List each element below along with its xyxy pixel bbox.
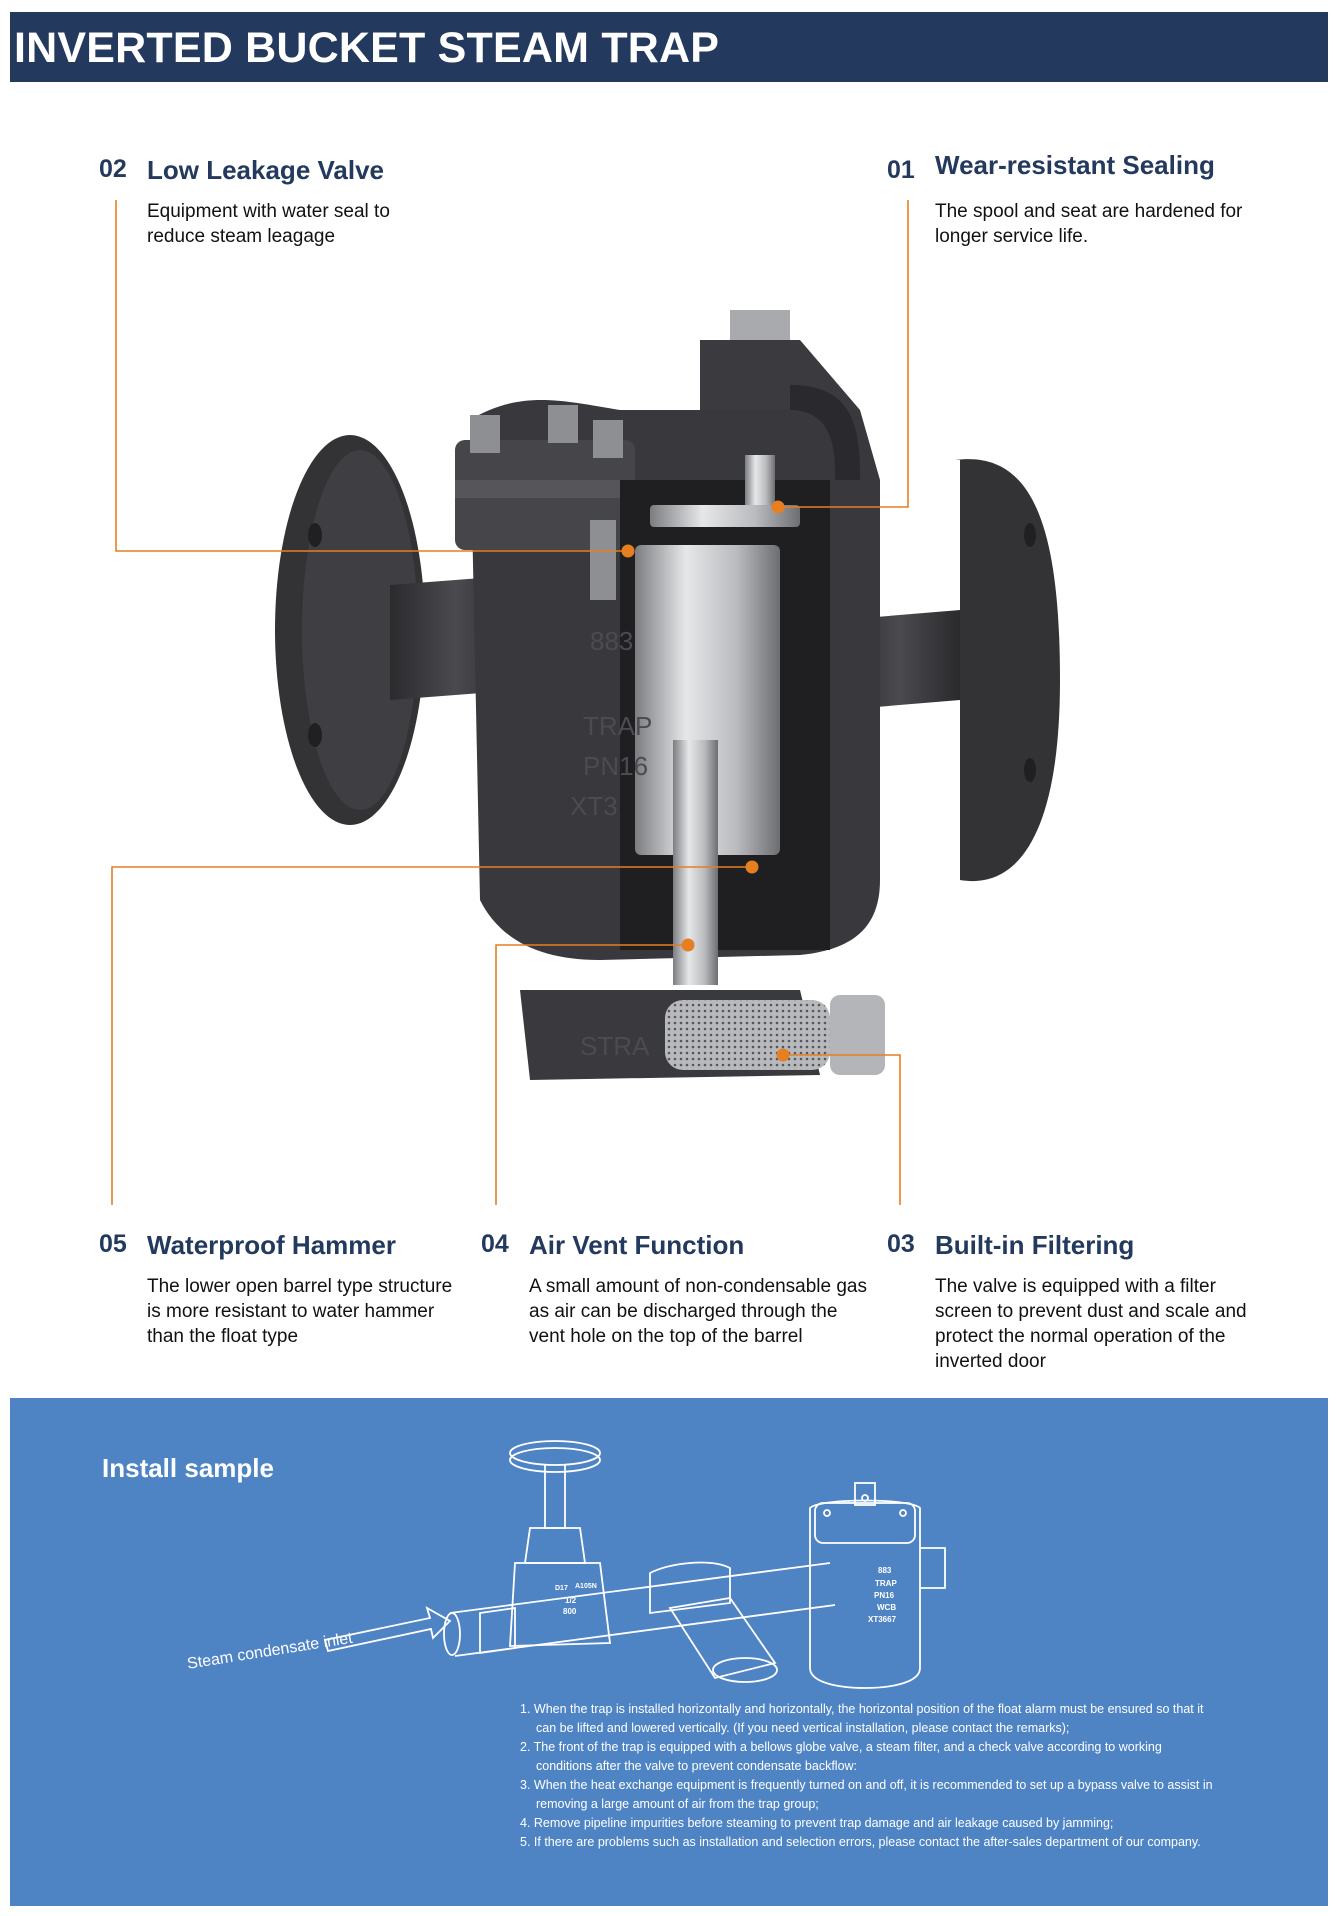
callout-dots	[621, 500, 790, 1062]
install-notes: 1. When the trap is installed horizontal…	[520, 1700, 1220, 1852]
install-note: 3. When the heat exchange equipment is f…	[520, 1778, 1213, 1811]
feature-description: Equipment with water seal to reduce stea…	[147, 201, 390, 247]
body-marking: TRAP	[583, 711, 652, 741]
feature-number: 01	[887, 156, 915, 184]
install-note: 4. Remove pipeline impurities before ste…	[520, 1816, 1114, 1830]
outlet-flange	[955, 459, 1060, 882]
feature-description: A small amount of non-condensable gas as…	[529, 1276, 867, 1347]
lever-mechanism	[650, 505, 800, 527]
feature-title: Waterproof Hammer	[147, 1230, 396, 1260]
feature-number: 02	[99, 155, 127, 183]
inverted-bucket	[635, 545, 780, 855]
page-title: INVERTED BUCKET STEAM TRAP	[14, 24, 720, 72]
inlet-flange	[275, 435, 425, 825]
feature-air-vent-function: 04 Air Vent Function A small amount of n…	[481, 1230, 881, 1360]
trap-marking: TRAP	[875, 1579, 897, 1588]
trap-marking: 883	[878, 1566, 892, 1575]
strainer-assembly	[520, 990, 885, 1080]
install-note: 1. When the trap is installed horizontal…	[520, 1702, 1204, 1735]
body-marking: XT3	[570, 791, 618, 821]
body-marking: 883	[590, 626, 633, 656]
body-marking: PN16	[583, 751, 648, 781]
trap-marking: XT3667	[868, 1615, 897, 1624]
install-sample-title: Install sample	[102, 1453, 274, 1483]
steam-trap-icon	[809, 1482, 946, 1689]
install-line-drawing: D17 A105N 1/2 800 883 TRAP PN16 WCB XT36…	[323, 1440, 946, 1689]
vent-tube	[673, 740, 718, 985]
feature-wear-resistant-sealing: 01 Wear-resistant Sealing The spool and …	[887, 150, 1307, 250]
globe-valve-icon	[479, 1440, 612, 1655]
feature-title: Low Leakage Valve	[147, 155, 385, 185]
valve-marking: 1/2	[565, 1596, 577, 1605]
feature-built-in-filtering: 03 Built-in Filtering The valve is equip…	[887, 1230, 1307, 1380]
feature-waterproof-hammer: 05 Waterproof Hammer The lower open barr…	[99, 1230, 479, 1360]
feature-description: The lower open barrel type structure is …	[147, 1276, 453, 1347]
valve-marking: 800	[563, 1607, 577, 1616]
feature-number: 04	[481, 1230, 509, 1258]
feature-low-leakage-valve: 02 Low Leakage Valve Equipment with wate…	[99, 155, 479, 255]
feature-title: Wear-resistant Sealing	[935, 150, 1215, 180]
flow-arrow-icon	[323, 1606, 452, 1653]
y-strainer-icon	[649, 1561, 778, 1683]
install-sample-panel: Install sample	[10, 1398, 1328, 1906]
steam-trap-cutaway-illustration: 883 TRAP PN16 XT3 STRA	[111, 200, 1060, 1205]
valve-marking: D17	[555, 1585, 568, 1592]
valve-seat	[745, 455, 775, 510]
feature-title: Air Vent Function	[529, 1230, 745, 1260]
trap-cover	[455, 405, 635, 600]
feature-title: Built-in Filtering	[935, 1230, 1135, 1260]
feature-number: 03	[887, 1230, 915, 1258]
install-note: 5. If there are problems such as install…	[520, 1835, 1201, 1849]
trap-marking: PN16	[874, 1591, 895, 1600]
feature-description: The valve is equipped with a filter scre…	[935, 1276, 1247, 1372]
feature-number: 05	[99, 1230, 127, 1258]
feature-description: The spool and seat are hardened for long…	[935, 201, 1243, 247]
valve-marking: A105N	[575, 1583, 597, 1590]
install-note: 2. The front of the trap is equipped wit…	[520, 1740, 1162, 1773]
callout-leader-lines	[111, 200, 909, 1205]
trap-marking: WCB	[877, 1603, 896, 1612]
page-header: INVERTED BUCKET STEAM TRAP	[10, 12, 1328, 82]
strainer-marking: STRA	[580, 1031, 650, 1061]
